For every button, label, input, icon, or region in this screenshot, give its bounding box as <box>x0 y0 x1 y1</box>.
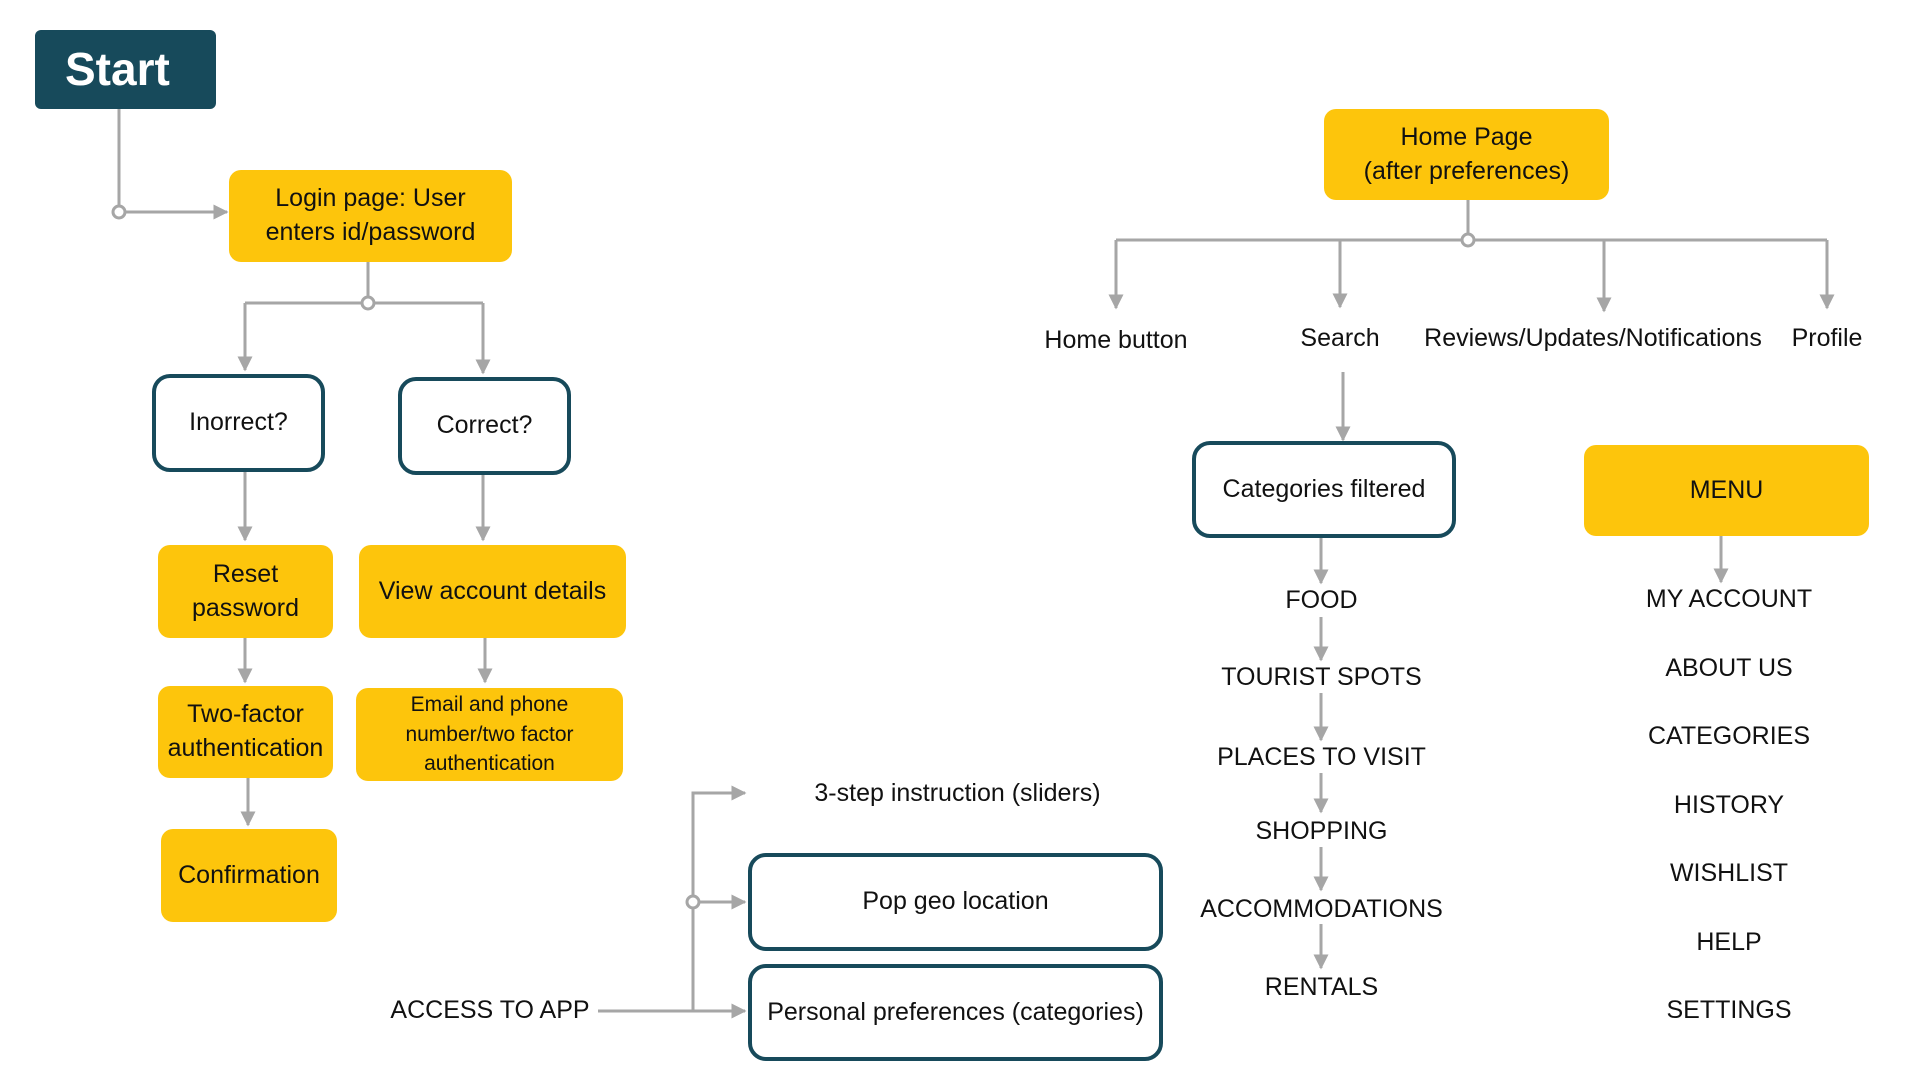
menu-help: HELP <box>1696 928 1762 957</box>
category-food: FOOD <box>1285 586 1358 615</box>
menu-node: MENU <box>1584 445 1869 536</box>
menu-categories: CATEGORIES <box>1647 722 1811 751</box>
menu-wishlist: WISHLIST <box>1669 859 1789 888</box>
nav-profile: Profile <box>1791 324 1863 353</box>
category-rentals: RENTALS <box>1264 973 1379 1002</box>
nav-reviews: Reviews/Updates/Notifications <box>1424 324 1762 353</box>
category-tourist-spots: TOURIST SPOTS <box>1221 663 1422 692</box>
nav-search: Search <box>1300 324 1380 353</box>
menu-about-us: ABOUT US <box>1665 654 1793 683</box>
instruction-label: 3-step instruction (sliders) <box>814 779 1101 808</box>
nav-home-button: Home button <box>1044 326 1188 355</box>
two-factor-node: Two-factor authentication <box>158 686 333 778</box>
home-page-node: Home Page (after preferences) <box>1324 109 1609 200</box>
start-node: Start <box>35 30 216 109</box>
reset-password-node: Reset password <box>158 545 333 638</box>
menu-history: HISTORY <box>1673 791 1785 820</box>
login-node: Login page: User enters id/password <box>229 170 512 262</box>
email-phone-node: Email and phone number/two factor authen… <box>356 688 623 781</box>
geo-location-node: Pop geo location <box>748 853 1163 951</box>
correct-node: Correct? <box>398 377 571 475</box>
category-places-to-visit: PLACES TO VISIT <box>1217 743 1426 772</box>
confirmation-node: Confirmation <box>161 829 337 922</box>
incorrect-node: Inorrect? <box>152 374 325 472</box>
access-to-app-label: ACCESS TO APP <box>390 996 590 1025</box>
category-shopping: SHOPPING <box>1255 817 1388 846</box>
categories-filtered-node: Categories filtered <box>1192 441 1456 538</box>
view-account-node: View account details <box>359 545 626 638</box>
menu-my-account: MY ACCOUNT <box>1645 585 1813 614</box>
category-accommodations: ACCOMMODATIONS <box>1200 895 1443 924</box>
menu-settings: SETTINGS <box>1666 996 1792 1025</box>
personal-preferences-node: Personal preferences (categories) <box>748 964 1163 1061</box>
